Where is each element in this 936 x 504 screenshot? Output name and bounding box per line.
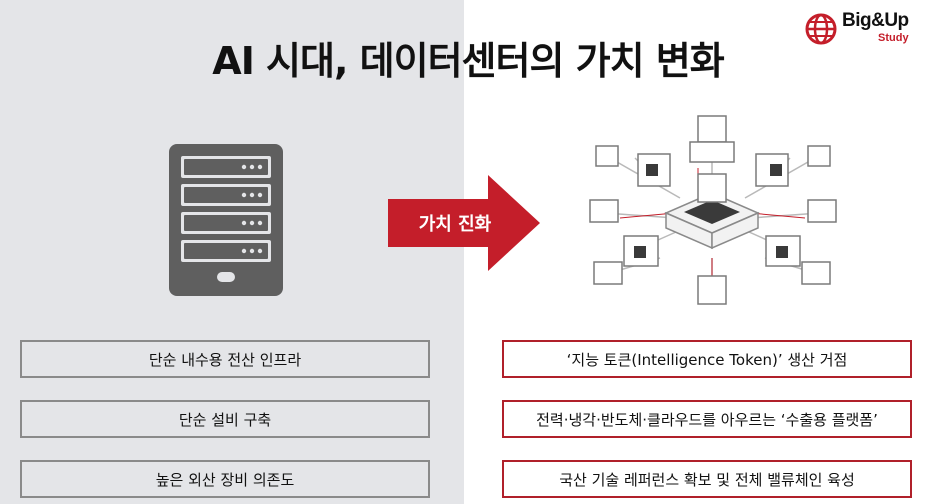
logo-sub: Study — [878, 32, 909, 44]
logo-name: Big&Up — [842, 10, 909, 31]
page-title: AI 시대, 데이터센터의 가치 변화 — [212, 39, 724, 83]
left-item-1: 단순 내수용 전산 인프라 — [20, 340, 430, 378]
globe-icon — [805, 13, 837, 45]
left-item-2: 단순 설비 구축 — [20, 400, 430, 438]
brand-logo: Big&Up Study — [804, 8, 932, 52]
right-item-1: ‘지능 토큰(Intelligence Token)’ 생산 거점 — [502, 340, 912, 378]
left-item-3: 높은 외산 장비 의존도 — [20, 460, 430, 498]
arrow-label: 가치 진화 — [418, 214, 492, 235]
right-item-3: 국산 기술 레퍼런스 확보 및 전체 밸류체인 육성 — [502, 460, 912, 498]
server-icon — [169, 144, 283, 296]
right-item-2: 전력·냉각·반도체·클라우드를 아우르는 ‘수출용 플랫폼’ — [502, 400, 912, 438]
right-arrow-icon — [388, 175, 540, 271]
network-cube-icon — [589, 115, 837, 305]
